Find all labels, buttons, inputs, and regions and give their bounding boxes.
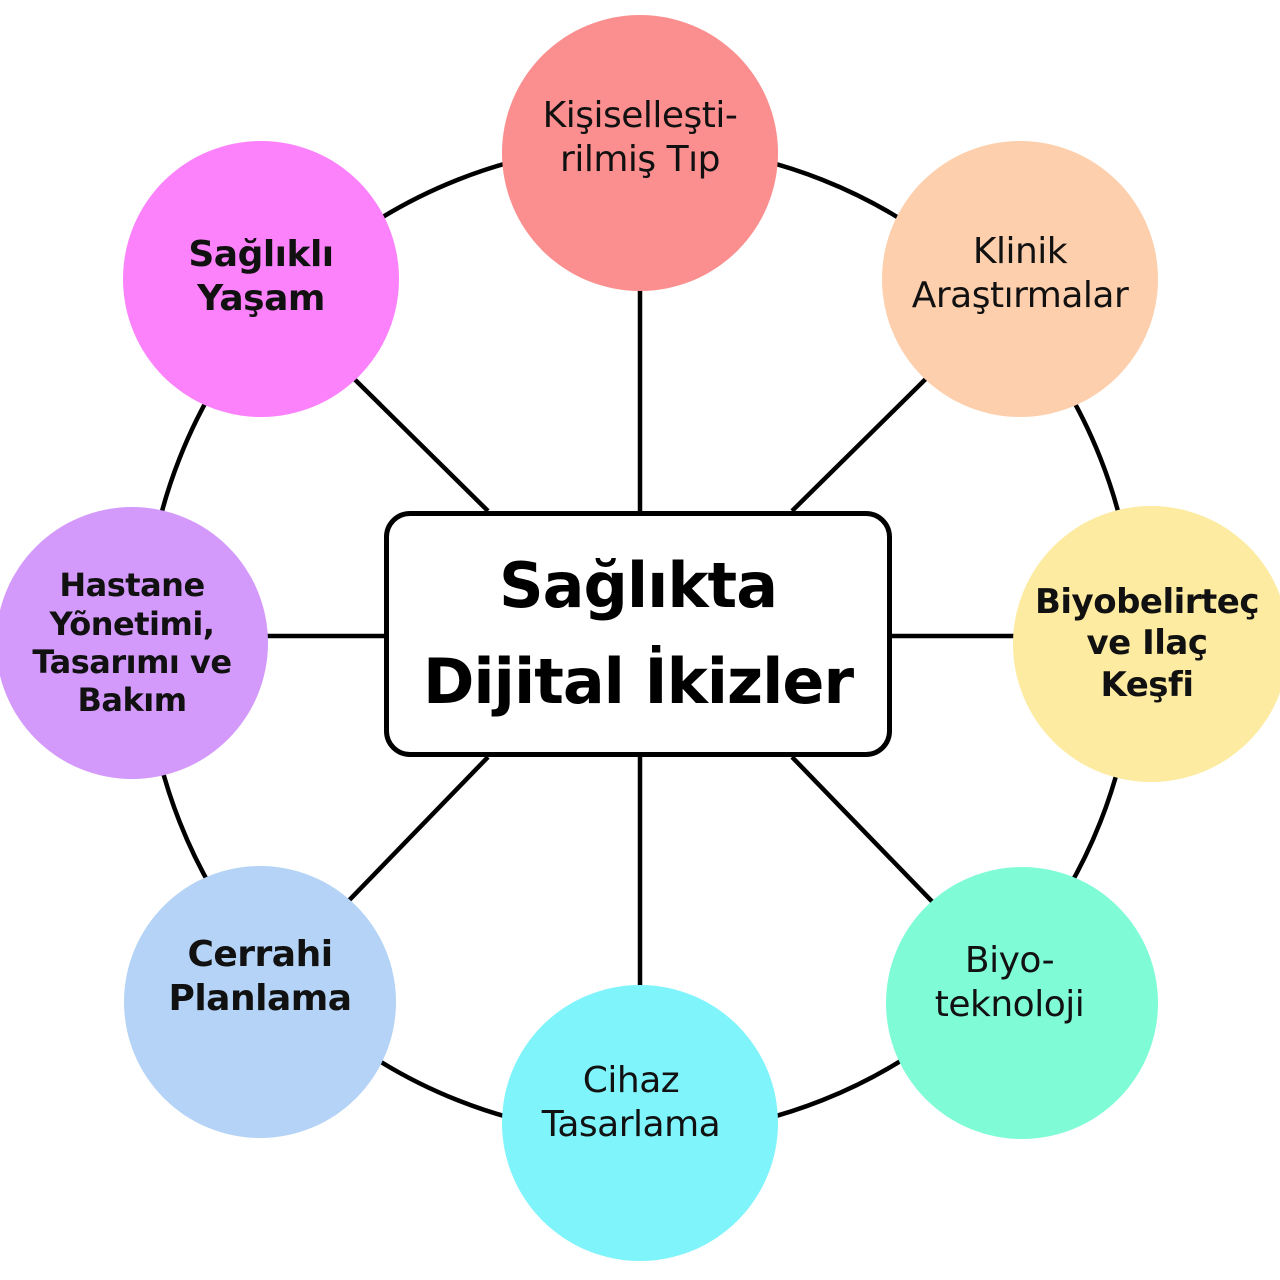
node-biomarker-drug-discovery: Biyobelirteç ve Ilaç Keşfi: [1013, 506, 1280, 782]
node-label: Sağlıklı Yaşam: [188, 233, 334, 319]
spoke-top-right: [790, 353, 952, 513]
spoke-bottom-left: [328, 755, 490, 922]
node-label: Hastane Yõnetimi, Tasarımı ve Bakım: [32, 566, 232, 720]
spoke-top-left: [328, 353, 490, 513]
node-device-design: Cihaz Tasarlama: [502, 985, 778, 1261]
node-label: Klinik Araştırmalar: [911, 231, 1129, 316]
node-label: Biyobelirteç ve Ilaç Keşfi: [1034, 581, 1260, 705]
node-label: Cerrahi Planlama: [168, 934, 352, 1019]
center-topic-box: Sağlıkta Dijital İkizler: [384, 511, 892, 757]
node-biotechnology: Biyo- teknoloji: [886, 867, 1158, 1139]
node-clinical-research: Klinik Araştırmalar: [882, 141, 1158, 417]
center-title: Sağlıkta Dijital İkizler: [422, 548, 854, 718]
spoke-bottom-right: [790, 755, 952, 922]
node-healthy-living: Sağlıklı Yaşam: [123, 141, 399, 417]
node-personalized-medicine: Kişiselleşti- rilmiş Tıp: [502, 15, 778, 291]
node-label: Kişiselleşti- rilmiş Tıp: [542, 95, 738, 180]
node-hospital-management: Hastane Yõnetimi, Tasarımı ve Bakım: [0, 507, 268, 779]
node-label: Cihaz Tasarlama: [541, 1060, 721, 1145]
node-label: Biyo- teknoloji: [934, 940, 1085, 1025]
node-surgical-planning: Cerrahi Planlama: [124, 866, 396, 1138]
